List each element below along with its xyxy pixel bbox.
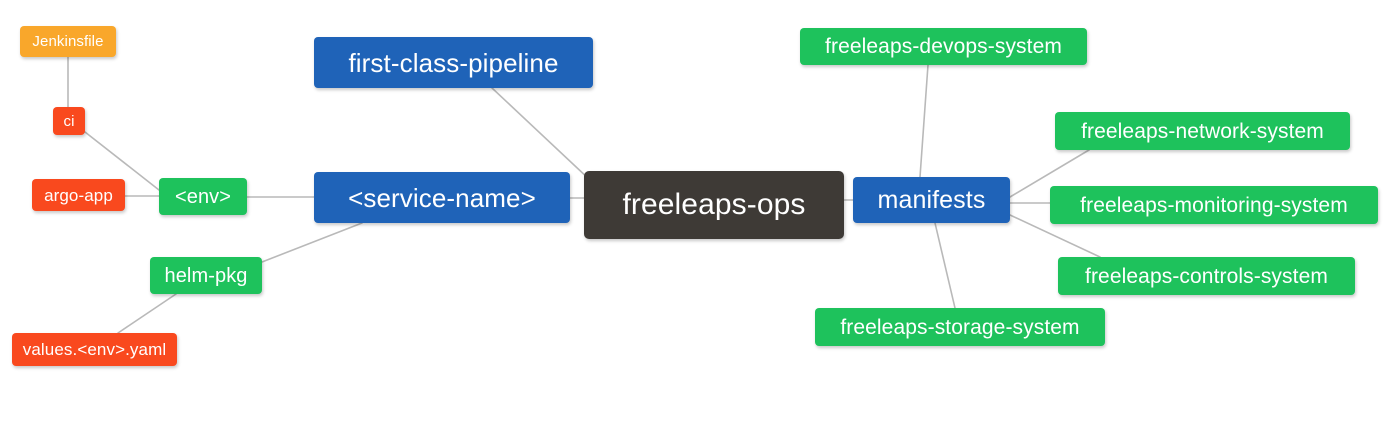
node-label-manifests: manifests [877, 185, 986, 214]
edge-manifests-to-freeleaps-network-system [1009, 149, 1090, 198]
node-label-ci: ci [63, 112, 75, 130]
mindmap-node-freeleaps-network-system[interactable]: freeleaps-network-system [1055, 112, 1350, 150]
node-label-freeleaps-devops-system: freeleaps-devops-system [825, 35, 1062, 58]
edge-helm-pkg-to-values-env-yaml [117, 293, 177, 334]
node-label-values-env-yaml: values.<env>.yaml [22, 340, 167, 359]
node-label-jenkinsfile: Jenkinsfile [32, 33, 104, 50]
node-label-service-name: <service-name> [348, 182, 536, 213]
mindmap-node-service-name[interactable]: <service-name> [314, 172, 570, 223]
node-label-freeleaps-ops: freeleaps-ops [622, 188, 806, 221]
node-label-helm-pkg: helm-pkg [164, 264, 248, 287]
node-label-freeleaps-controls-system: freeleaps-controls-system [1085, 264, 1328, 288]
mindmap-node-freeleaps-controls-system[interactable]: freeleaps-controls-system [1058, 257, 1355, 295]
node-label-first-class-pipeline: first-class-pipeline [348, 47, 559, 78]
edge-freeleaps-ops-to-first-class-pipeline [491, 87, 591, 181]
mindmap-node-manifests[interactable]: manifests [853, 177, 1010, 223]
mindmap-node-freeleaps-storage-system[interactable]: freeleaps-storage-system [815, 308, 1105, 346]
node-label-env: <env> [174, 185, 232, 208]
mindmap-node-argo-app[interactable]: argo-app [32, 179, 125, 211]
mindmap-node-values-env-yaml[interactable]: values.<env>.yaml [12, 333, 177, 366]
mindmap-node-freeleaps-devops-system[interactable]: freeleaps-devops-system [800, 28, 1087, 65]
edge-manifests-to-freeleaps-controls-system [1009, 214, 1101, 258]
edge-env-to-ci [84, 131, 160, 191]
mindmap-node-jenkinsfile[interactable]: Jenkinsfile [20, 26, 116, 57]
mindmap-node-freeleaps-monitoring-system[interactable]: freeleaps-monitoring-system [1050, 186, 1378, 224]
mindmap-node-helm-pkg[interactable]: helm-pkg [150, 257, 262, 294]
edge-service-name-to-helm-pkg [261, 222, 363, 263]
mindmap-node-first-class-pipeline[interactable]: first-class-pipeline [314, 37, 593, 88]
edge-manifests-to-freeleaps-storage-system [934, 222, 956, 309]
mindmap-node-freeleaps-ops[interactable]: freeleaps-ops [584, 171, 844, 239]
mindmap-node-env[interactable]: <env> [159, 178, 247, 215]
node-label-freeleaps-monitoring-system: freeleaps-monitoring-system [1080, 193, 1348, 217]
node-label-freeleaps-storage-system: freeleaps-storage-system [840, 315, 1080, 339]
node-label-argo-app: argo-app [44, 185, 113, 205]
mindmap-node-ci[interactable]: ci [53, 107, 85, 135]
node-label-freeleaps-network-system: freeleaps-network-system [1081, 119, 1324, 143]
edge-manifests-to-freeleaps-devops-system [919, 64, 929, 178]
